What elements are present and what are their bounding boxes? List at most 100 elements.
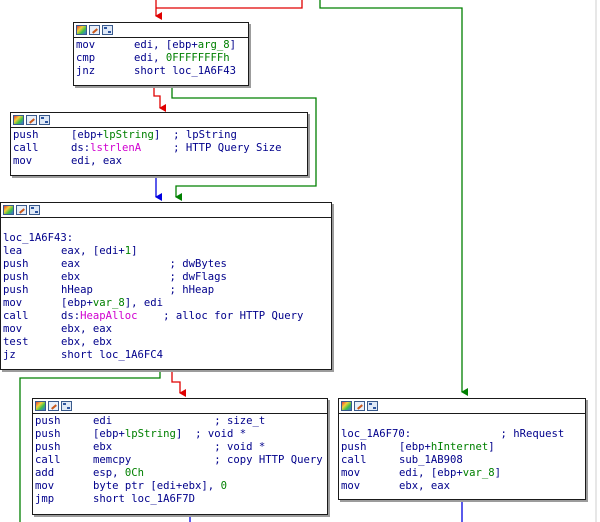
- graph-overview-icon[interactable]: [61, 401, 72, 411]
- graph-color-icon[interactable]: [76, 25, 87, 35]
- asm-line[interactable]: jnz short loc_1A6F43: [76, 65, 248, 78]
- graph-color-icon[interactable]: [13, 115, 24, 125]
- asm-mnemonic: push: [3, 271, 29, 283]
- graph-color-icon[interactable]: [341, 401, 352, 411]
- asm-operand: lpString: [124, 428, 176, 440]
- asm-line[interactable]: test ebx, ebx: [3, 336, 331, 349]
- asm-operand: short loc_1A6F7D: [93, 493, 196, 505]
- asm-operand: ]: [488, 441, 495, 453]
- asm-mnemonic: jnz: [76, 65, 96, 77]
- asm-mnemonic: call: [35, 454, 61, 466]
- asm-mnemonic: push: [13, 129, 39, 141]
- asm-operand: lpString: [102, 129, 154, 141]
- asm-operand: 0FFFFFFFFh: [165, 52, 230, 64]
- asm-line[interactable]: mov[ebp+var_8], edi: [3, 297, 331, 310]
- graph-color-icon[interactable]: [3, 205, 14, 215]
- asm-operand: ebx, ebx: [61, 336, 113, 348]
- edge-b1-b3: [171, 86, 317, 201]
- asm-line[interactable]: loc_1A6F70: ; hRequest: [341, 428, 585, 441]
- asm-line[interactable]: loc_1A6F43:: [3, 232, 331, 245]
- graph-overview-icon[interactable]: [39, 115, 50, 125]
- asm-operand: short loc_1A6F43: [134, 65, 237, 77]
- graph-color-icon[interactable]: [35, 401, 46, 411]
- graph-overview-icon[interactable]: [367, 401, 378, 411]
- asm-mnemonic: mov: [35, 480, 55, 492]
- asm-operand: byte ptr [edi+ebx],: [93, 480, 221, 492]
- asm-comment: ; hRequest: [500, 428, 565, 440]
- asm-mnemonic: jmp: [35, 493, 55, 505]
- asm-operand: ds:: [61, 310, 81, 322]
- asm-operand: edi, eax: [71, 155, 123, 167]
- asm-line[interactable]: [3, 219, 331, 232]
- asm-mnemonic: lea: [3, 245, 23, 257]
- asm-mnemonic: mov: [3, 323, 23, 335]
- edit-node-icon[interactable]: [48, 401, 59, 411]
- block-titlebar: [33, 399, 327, 414]
- asm-line[interactable]: push[ebp+hInternet]: [341, 441, 585, 454]
- asm-comment: ; dwBytes: [169, 258, 227, 270]
- asm-comment: ; void *: [214, 441, 266, 453]
- asm-comment: ; copy HTTP Query: [214, 454, 323, 466]
- edit-node-icon[interactable]: [16, 205, 27, 215]
- asm-comment: ; void *: [195, 428, 247, 440]
- asm-line[interactable]: [341, 415, 585, 428]
- asm-operand: [ebp+: [93, 428, 125, 440]
- graph-overview-icon[interactable]: [102, 25, 113, 35]
- asm-operand: ]: [494, 467, 502, 479]
- asm-operand: [ebp+: [61, 297, 93, 309]
- asm-line[interactable]: push[ebp+lpString] ; void *: [35, 428, 327, 441]
- asm-line[interactable]: push eax ; dwBytes: [3, 258, 331, 271]
- asm-line[interactable]: push[ebp+lpString] ; lpString: [13, 129, 307, 142]
- asm-mnemonic: push: [3, 258, 29, 270]
- edit-node-icon[interactable]: [89, 25, 100, 35]
- asm-operand: 0Ch: [124, 467, 145, 479]
- asm-mnemonic: call: [3, 310, 29, 322]
- graph-overview-icon[interactable]: [29, 205, 40, 215]
- edit-node-icon[interactable]: [26, 115, 37, 125]
- edit-node-icon[interactable]: [354, 401, 365, 411]
- asm-operand: edi: [93, 415, 215, 427]
- asm-operand: edi,: [134, 52, 166, 64]
- asm-operand: [ebp+: [399, 441, 431, 453]
- asm-comment: ; dwFlags: [169, 271, 227, 283]
- asm-comment: ; lpString: [173, 129, 237, 141]
- asm-mnemonic: mov: [76, 39, 96, 51]
- edge-b3-b4: [171, 370, 186, 397]
- edge-b3-jz: [19, 370, 161, 522]
- edge-b1-b2: [153, 86, 166, 112]
- asm-line[interactable]: jmp short loc_1A6F7D: [35, 493, 327, 506]
- asm-operand: eax: [61, 258, 170, 270]
- asm-operand: sub_1AB908: [399, 454, 463, 466]
- edge-green-incoming-right: [319, 0, 468, 396]
- asm-mnemonic: test: [3, 336, 29, 348]
- asm-mnemonic: push: [35, 441, 61, 453]
- asm-comment: ; size_t: [214, 415, 266, 427]
- asm-operand: loc_1A6F43:: [3, 232, 74, 244]
- asm-operand: [138, 310, 164, 322]
